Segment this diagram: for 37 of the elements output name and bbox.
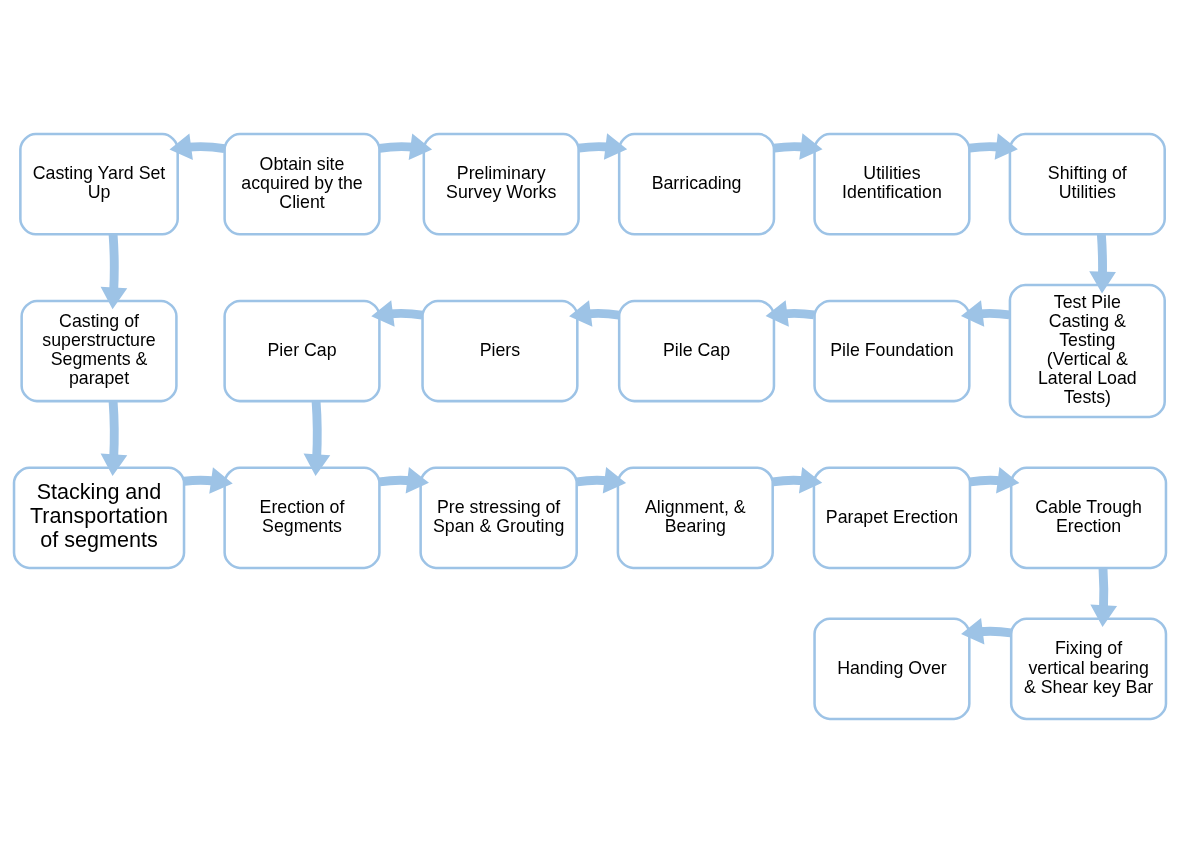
arrow (169, 132, 226, 160)
arrow (765, 299, 815, 327)
node-box: Preliminary Survey Works (422, 132, 580, 236)
node-box: Obtain site acquired by the Client (223, 132, 381, 236)
node-box: Pre stressing of Span & Grouting (419, 465, 578, 569)
node-box: Handing Over (813, 616, 971, 720)
node-box: Casting of superstructure Segments & parapet (20, 299, 178, 402)
arrow (960, 299, 1011, 327)
node-box: Pile Cap (617, 299, 776, 402)
arrow (773, 132, 823, 160)
arrow (772, 466, 823, 493)
arrow (1089, 233, 1116, 293)
node-box: Stacking and Transportation of segments (12, 465, 186, 569)
arrow (303, 400, 331, 476)
node-box: Cable Trough Erection (1009, 465, 1168, 569)
node-box: Alignment, & Bearing (616, 465, 774, 569)
arrow (968, 132, 1018, 160)
arrow (100, 233, 128, 309)
node-box: Erection of Segments (223, 465, 381, 569)
node-box: Utilities Identification (813, 132, 971, 236)
node-box: Casting Yard Set Up (19, 132, 179, 236)
arrow (100, 400, 128, 476)
arrow (969, 466, 1020, 493)
node-box: Shifting of Utilities (1008, 132, 1166, 236)
node-box: Parapet Erection (812, 465, 972, 569)
arrow (378, 466, 429, 493)
node-box: Barricading (617, 132, 776, 236)
node-box: Pier Cap (223, 299, 381, 402)
node-box: Fixing of vertical bearing & Shear key Bar (1009, 616, 1168, 720)
arrow (1090, 567, 1118, 627)
node-box: Piers (421, 299, 579, 402)
arrow (578, 132, 628, 160)
node-box: Pile Foundation (813, 299, 971, 402)
arrow (961, 617, 1012, 644)
node-box: Test Pile Casting & Testing (Vertical & Lateral Load Tests) (1008, 283, 1166, 418)
arrow (183, 466, 233, 494)
arrow (371, 299, 424, 327)
